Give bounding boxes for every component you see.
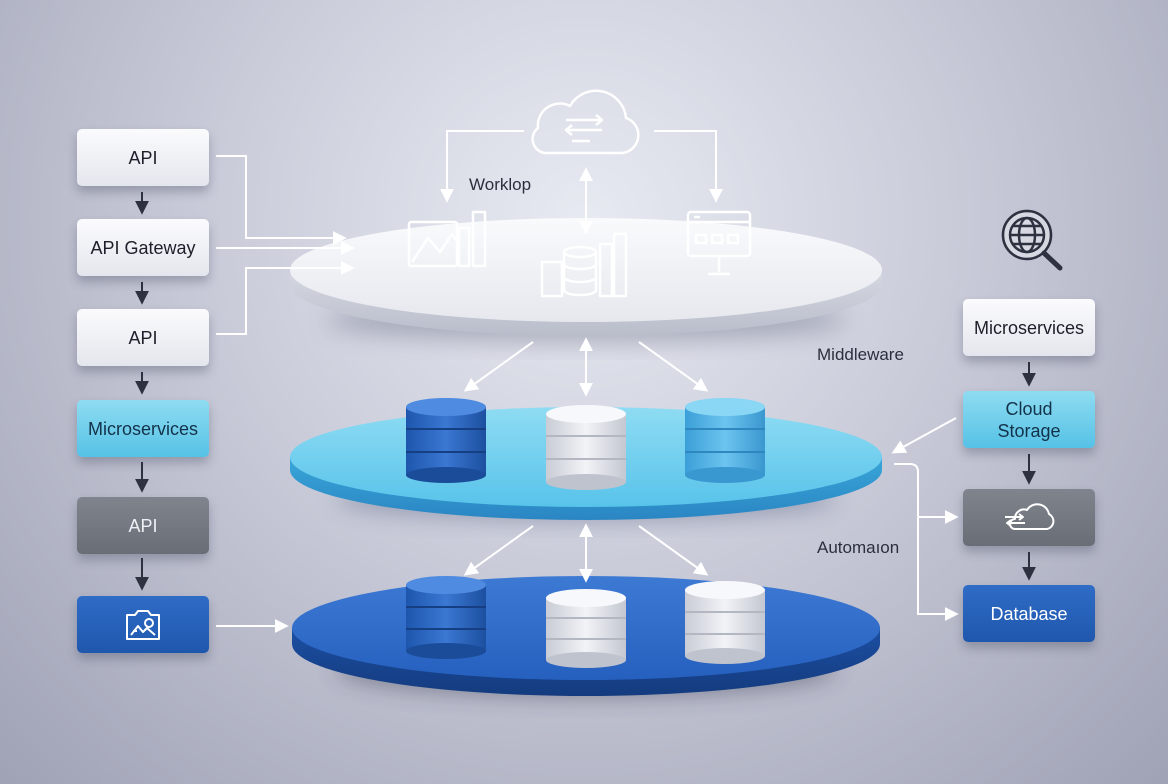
database-stack-bottom-center — [546, 589, 626, 668]
right-database-label: Database — [990, 603, 1068, 624]
right-cloud-transfer-box[interactable] — [963, 489, 1095, 546]
top-platform — [290, 218, 882, 342]
database-stack-bottom-left — [406, 576, 486, 659]
cloud-storage-label-line2: Storage — [997, 420, 1061, 441]
right-microservices-box[interactable]: Microservices — [963, 299, 1095, 356]
cloud-sync-icon — [531, 89, 640, 155]
left-api-middle-box[interactable]: API — [77, 309, 209, 366]
image-badge-icon — [126, 609, 160, 640]
database-stack-mid-right — [685, 398, 765, 483]
left-api-top-label: API — [128, 147, 158, 168]
left-microservices-label: Microservices — [87, 418, 198, 439]
workflow-label: Worklop — [469, 175, 532, 194]
left-api-top-box[interactable]: API — [77, 129, 209, 186]
database-chart-icon — [540, 232, 628, 298]
left-api-bottom-box[interactable]: API — [77, 497, 209, 554]
left-api-gateway-label: API Gateway — [90, 237, 196, 258]
left-connectors — [216, 155, 355, 633]
right-connectors — [891, 417, 959, 621]
middleware-label: Middleware — [817, 345, 904, 364]
left-api-bottom-label: API — [128, 515, 158, 536]
right-database-box[interactable]: Database — [963, 585, 1095, 642]
monitor-dashboard-icon — [686, 210, 752, 276]
left-api-gateway-box[interactable]: API Gateway — [77, 219, 209, 276]
right-cloud-storage-box[interactable]: Cloud Storage — [963, 391, 1095, 448]
globe-search-icon — [1001, 209, 1063, 271]
left-image-box[interactable] — [77, 596, 209, 653]
cloud-storage-label-line1: Cloud — [1005, 398, 1053, 419]
database-stack-bottom-right — [685, 581, 765, 664]
database-stack-mid-center — [546, 405, 626, 490]
left-microservices-box[interactable]: Microservices — [77, 400, 209, 457]
automation-label: Automaıon — [817, 538, 900, 557]
right-microservices-label: Microservices — [973, 317, 1084, 338]
left-api-middle-label: API — [128, 327, 158, 348]
platform-connectors — [463, 337, 709, 583]
chart-image-icon — [407, 210, 487, 268]
cloud-transfer-icon — [1005, 502, 1055, 530]
database-stack-mid-left — [406, 398, 486, 483]
cloud-connectors — [440, 130, 723, 235]
